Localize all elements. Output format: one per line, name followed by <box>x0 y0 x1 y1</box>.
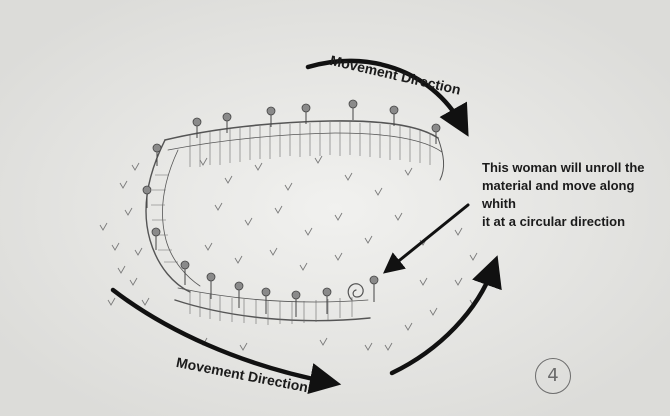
note-line-3: it at a circular direction <box>482 213 667 231</box>
note-line-1: This woman will unroll the <box>482 159 667 177</box>
annotation-note: This woman will unroll the material and … <box>482 159 667 231</box>
note-line-2: material and move along whith <box>482 177 667 213</box>
page-number-circle: 4 <box>535 358 571 394</box>
